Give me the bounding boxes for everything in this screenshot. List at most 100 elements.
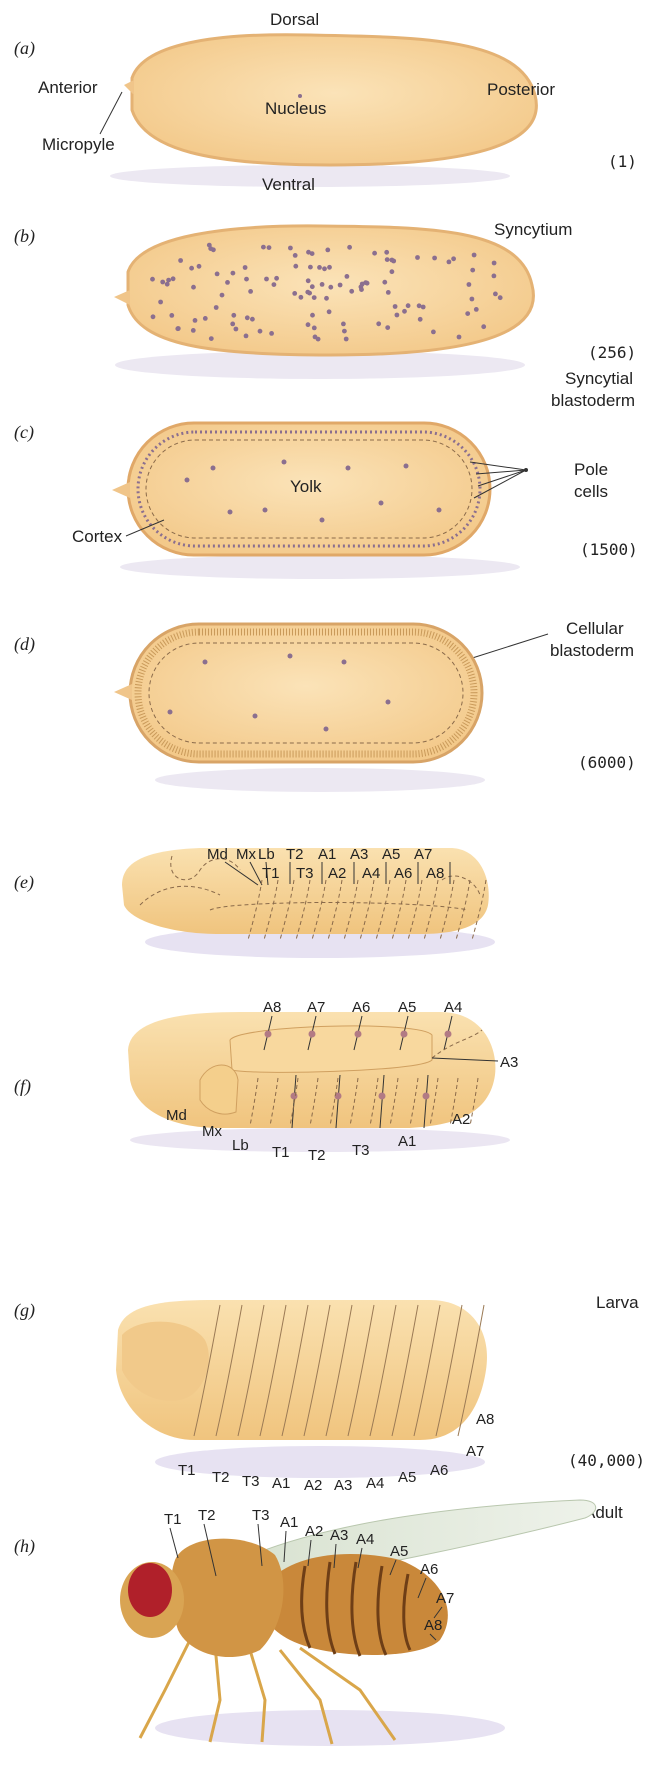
nucleus-dot [349, 289, 354, 294]
segment-label-A1: A1 [272, 1475, 290, 1492]
nucleus-dot [386, 290, 391, 295]
cellular-leader [466, 634, 548, 660]
panel-c: (c) Syncytial blastoderm Yolk Cortex Pol… [14, 369, 638, 579]
segment-label-A7: A7 [307, 999, 325, 1016]
nucleus-dot [189, 266, 194, 271]
segment-marker [379, 1093, 386, 1100]
shadow [120, 555, 520, 579]
segment-label-A6: A6 [352, 999, 370, 1016]
segment-marker [355, 1031, 362, 1038]
nucleus-dot [384, 250, 389, 255]
nucleus-dot [467, 282, 472, 287]
nucleus-dot [292, 291, 297, 296]
nucleus-dot [274, 276, 279, 281]
segment-label-A3: A3 [334, 1477, 352, 1494]
segment-label-A7: A7 [466, 1443, 484, 1460]
fly-eye [128, 1563, 172, 1617]
nucleus-dot [230, 322, 235, 327]
segment-label-A8: A8 [263, 999, 281, 1016]
panel-e: (e) MdMxLbT2A1A3A5A7 T1T3A2A4A6A8 [14, 846, 495, 958]
nucleus-dot [421, 305, 426, 310]
nucleus-dot [151, 314, 156, 319]
nucleus-dot [178, 258, 183, 263]
segment-label-Md: Md [166, 1107, 187, 1124]
nucleus-dot [203, 316, 208, 321]
panel-a-letter: (a) [14, 38, 35, 59]
nucleus-dot [299, 295, 304, 300]
segment-marker [423, 1093, 430, 1100]
nucleus-dot [492, 261, 497, 266]
nucleus-dot [191, 328, 196, 333]
nucleus-dot [376, 321, 381, 326]
nucleus-dot [310, 313, 315, 318]
segment-marker [291, 1093, 298, 1100]
segment-label-T3: T3 [296, 865, 314, 882]
nucleus-dot [231, 313, 236, 318]
panel-e-letter: (e) [14, 872, 34, 893]
blank-box [46, 222, 134, 240]
nucleus-dot [457, 335, 462, 340]
stage-syncytium: Syncytium [494, 220, 572, 239]
nucleus-dot [447, 260, 452, 265]
micropyle-tip [124, 80, 134, 95]
nucleus-dot [269, 331, 274, 336]
segment-label-T1: T1 [262, 865, 280, 882]
nucleus-dot [272, 282, 277, 287]
panel-g-letter: (g) [14, 1300, 35, 1321]
nucleus-dot [175, 326, 180, 331]
nucleus-dot [320, 282, 325, 287]
stage-line1: Syncytial [565, 369, 633, 388]
nucleus-dot [393, 304, 398, 309]
panel-d-letter: (d) [14, 634, 35, 655]
segment-label-A8: A8 [424, 1617, 442, 1634]
nucleus-dot [258, 329, 263, 334]
segment-label-A4: A4 [366, 1475, 384, 1492]
nucleus-dot [250, 317, 255, 322]
segment-label-A3: A3 [330, 1527, 348, 1544]
nucleus-dot [166, 278, 171, 283]
nucleus-dot [244, 277, 249, 282]
ventral-label: Ventral [262, 175, 315, 194]
nucleus-dot [417, 303, 422, 308]
nucleus-dot [312, 295, 317, 300]
nucleus-dot [288, 246, 293, 251]
nucleus-dot [243, 265, 248, 270]
nucleus-dot [390, 269, 395, 274]
segment-label-A2: A2 [452, 1111, 470, 1128]
nucleus-dot [406, 303, 411, 308]
nucleus-dot [316, 337, 321, 342]
segment-label-T3: T3 [352, 1142, 370, 1159]
segment-label-A1: A1 [318, 846, 336, 863]
segment-marker [445, 1031, 452, 1038]
shadow [155, 768, 485, 792]
panel-a: (a) Dorsal Ventral Anterior Posterior Mi… [14, 10, 637, 194]
nucleus-dot [481, 324, 486, 329]
micropyle-tip [114, 684, 132, 700]
segment-label-A8: A8 [426, 865, 444, 882]
nucleus-dot [493, 292, 498, 297]
nucleus-dot [328, 285, 333, 290]
segment-label-T2: T2 [198, 1507, 216, 1524]
segment-label-T1: T1 [178, 1462, 196, 1479]
segment-label-A5: A5 [398, 1469, 416, 1486]
segment-label-A1: A1 [398, 1133, 416, 1150]
nucleus-dot [261, 245, 266, 250]
nucleus-dot [344, 337, 349, 342]
nucleus-dot [245, 315, 250, 320]
segment-label-Mx: Mx [236, 846, 256, 863]
segment-label-A2: A2 [305, 1523, 323, 1540]
segment-marker [401, 1031, 408, 1038]
nucleus-dot [415, 255, 420, 260]
count-c: (1500) [580, 540, 638, 559]
segment-label-Lb: Lb [258, 846, 275, 863]
nucleus-dot [402, 309, 407, 314]
nucleus-dot [341, 322, 346, 327]
segment-leader [170, 1528, 178, 1558]
count-b: (256) [588, 343, 636, 362]
nucleus-dot [470, 268, 475, 273]
syncytium-egg [128, 226, 533, 355]
nucleus-dot [244, 334, 249, 339]
stage-line2: blastoderm [550, 641, 634, 660]
